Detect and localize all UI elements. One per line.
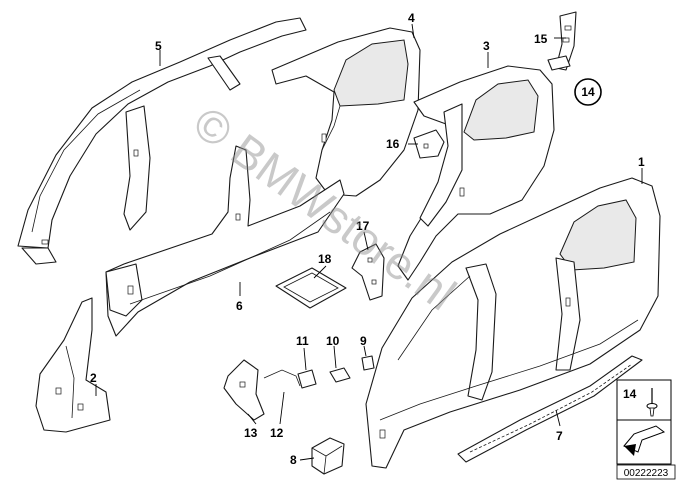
part-10-clip[interactable] (329, 367, 351, 383)
callout-5: 5 (155, 39, 162, 53)
callout-2: 2 (90, 371, 97, 385)
part-15-brace[interactable] (547, 11, 577, 71)
callout-14-circled: 14 (574, 78, 602, 106)
part-2-a-pillar-lower[interactable] (35, 297, 111, 433)
callout-labels: 5 4 3 15 16 1 17 18 6 2 11 10 9 13 12 8 … (90, 11, 645, 467)
screw-icon (646, 388, 658, 417)
callout-13: 13 (244, 426, 258, 440)
callout-7: 7 (556, 429, 563, 443)
callout-1: 1 (638, 155, 645, 169)
part-11-clip[interactable] (297, 369, 317, 389)
part-8-insert[interactable] (311, 437, 345, 475)
callout-17: 17 (356, 219, 370, 233)
callout-16: 16 (386, 137, 400, 151)
part-1-side-frame[interactable] (365, 177, 661, 469)
leader-lines (95, 23, 643, 461)
part-12-wire-bracket[interactable] (263, 369, 301, 387)
callout-11: 11 (296, 334, 309, 348)
direction-arrow-icon (623, 425, 666, 456)
part-17-bracket[interactable] (351, 243, 385, 301)
callout-15: 15 (534, 32, 548, 46)
part-16-bracket[interactable] (413, 129, 445, 159)
diagram-number: 00222223 (624, 468, 669, 479)
callout-8: 8 (290, 453, 297, 467)
callout-18: 18 (318, 252, 332, 266)
part-18-plate[interactable] (275, 267, 347, 309)
callout-3: 3 (483, 39, 490, 53)
part-9-nut[interactable] (361, 355, 375, 371)
legend-14-label: 14 (623, 387, 637, 401)
callout-6: 6 (236, 299, 243, 313)
part-3-side-panel[interactable] (397, 65, 555, 281)
part-7-sill-reinforcement[interactable] (457, 355, 643, 463)
callout-14-circled-text: 14 (581, 85, 595, 99)
part-5-roof-frame[interactable] (17, 17, 307, 265)
part-4-quarter-panel[interactable] (271, 27, 421, 197)
part-13-bracket[interactable] (223, 359, 265, 421)
callout-12: 12 (270, 426, 284, 440)
callout-4: 4 (408, 11, 415, 25)
callout-9: 9 (360, 334, 367, 348)
part-6-lower-frame[interactable] (105, 145, 345, 337)
callout-10: 10 (326, 334, 340, 348)
legend-box-14: 14 (616, 379, 672, 465)
